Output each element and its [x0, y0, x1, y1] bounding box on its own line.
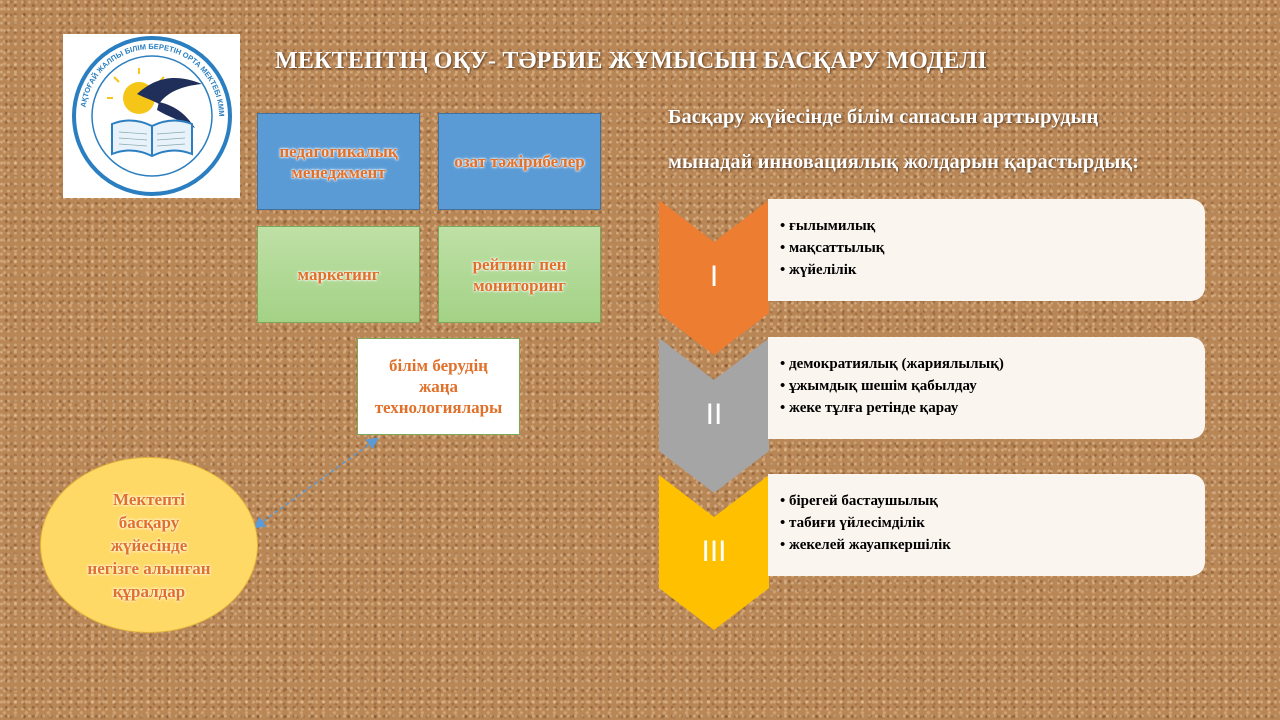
- box-rating-monitoring: рейтинг пен мониторинг: [438, 226, 601, 323]
- list-item: жекелей жауапкершілік: [780, 534, 1193, 556]
- step-2-panel: демократиялық (жариялылық) ұжымдық шешім…: [768, 337, 1205, 439]
- step-1-panel: ғылымилық мақсаттылық жүйелілік: [768, 199, 1205, 301]
- school-logo: АҚТОҒАЙ ЖАЛПЫ БІЛІМ БЕРЕТІН ОРТА МЕКТЕБІ…: [63, 34, 240, 198]
- step-3-chevron: III: [659, 475, 769, 630]
- swallow-book-emblem-icon: АҚТОҒАЙ ЖАЛПЫ БІЛІМ БЕРЕТІН ОРТА МЕКТЕБІ…: [71, 36, 232, 196]
- list-item: бірегей бастаушылық: [780, 490, 1193, 512]
- chevron-down-icon: [659, 338, 769, 493]
- step-2-numeral: II: [705, 398, 723, 431]
- list-item: демократиялық (жариялылық): [780, 353, 1193, 375]
- list-item: ұжымдық шешім қабылдау: [780, 375, 1193, 397]
- list-item: жеке тұлға ретінде қарау: [780, 397, 1193, 419]
- list-item: жүйелілік: [780, 259, 1193, 281]
- step-2-chevron: II: [659, 338, 769, 493]
- box-new-technologies: білім берудің жаңа технологиялары: [357, 338, 520, 435]
- list-item: табиғи үйлесімділік: [780, 512, 1193, 534]
- list-item: ғылымилық: [780, 215, 1193, 237]
- slide-title: МЕКТЕПТІҢ ОҚУ- ТӘРБИЕ ЖҰМЫСЫН БАСҚАРУ МО…: [275, 48, 988, 74]
- box-best-practice: озат тәжірибелер: [438, 113, 601, 210]
- oval-management-tools: Мектепті басқару жүйесінде негізге алынғ…: [40, 457, 258, 633]
- chevron-down-icon: [659, 200, 769, 355]
- box-pedagogical-management: педагогикалық менеджмент: [257, 113, 420, 210]
- box-marketing: маркетинг: [257, 226, 420, 323]
- chevron-down-icon: [659, 475, 769, 630]
- step-3-numeral: III: [701, 535, 727, 568]
- step-1-numeral: I: [709, 260, 719, 293]
- list-item: мақсаттылық: [780, 237, 1193, 259]
- slide-subtitle: Басқару жүйесінде білім сапасын арттыруд…: [668, 106, 1140, 173]
- step-3-panel: бірегей бастаушылық табиғи үйлесімділік …: [768, 474, 1205, 576]
- step-1-chevron: I: [659, 200, 769, 355]
